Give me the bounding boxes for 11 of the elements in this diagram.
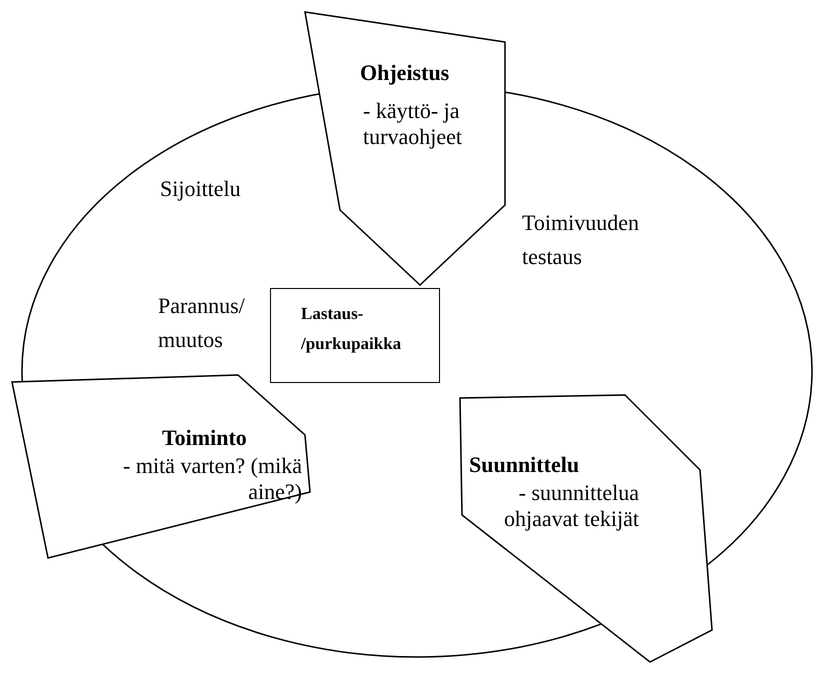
body-text: - suunnittelua ohjaavat tekijät [503, 480, 639, 532]
text-label: Parannus/ muutos [158, 292, 246, 354]
body-text: Lastaus- /purkupaikka [301, 303, 402, 355]
body-text: - käyttö- ja turvaohjeet [363, 98, 463, 150]
text-label: Sijoittelu [160, 175, 242, 203]
heading-text: Suunnittelu [469, 452, 580, 478]
heading-text: Toiminto [162, 425, 248, 451]
body-text: - mitä varten? (mikä aine?) [122, 453, 302, 505]
process-box [270, 288, 440, 383]
text-label: Toimivuuden testaus [522, 209, 640, 271]
heading-text: Ohjeistus [360, 60, 450, 86]
